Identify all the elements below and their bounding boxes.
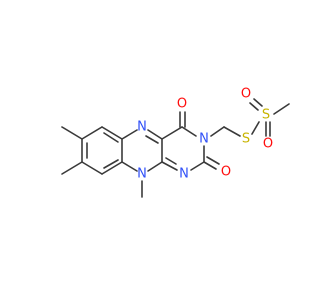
molecule-structure: N N N N O O S S O O bbox=[61, 87, 290, 198]
bond bbox=[101, 126, 123, 140]
nitrogen-atom-5: N bbox=[137, 120, 147, 135]
bond-double-inner bbox=[165, 157, 177, 165]
bond bbox=[147, 129, 163, 140]
bond bbox=[190, 161, 205, 171]
bond bbox=[121, 161, 138, 172]
oxygen-atom-2: O bbox=[221, 165, 231, 180]
methyl-bond bbox=[273, 103, 290, 115]
bond bbox=[81, 126, 103, 140]
sulfur-atom-sulfonyl: S bbox=[262, 108, 270, 123]
oxygen-atom-4: O bbox=[177, 97, 187, 112]
bond bbox=[223, 126, 241, 137]
bond bbox=[251, 121, 260, 135]
oxygen-atom-sulfonyl-bottom: O bbox=[263, 137, 273, 152]
nitrogen-atom-3: N bbox=[199, 132, 209, 147]
nitrogen-atom-1: N bbox=[179, 167, 189, 182]
sulfonyl-bond bbox=[253, 98, 263, 107]
molecule-canvas: N N N N O O S S O O bbox=[61, 87, 290, 198]
sulfur-atom-thio: S bbox=[242, 132, 250, 147]
oxygen-atom-sulfonyl-top: O bbox=[241, 87, 251, 102]
methyl-bond bbox=[61, 126, 83, 140]
bond bbox=[181, 126, 197, 137]
sulfonyl-bond bbox=[249, 102, 259, 111]
methyl-bond bbox=[61, 161, 83, 175]
bond-double-inner bbox=[145, 135, 159, 144]
carbonyl-bond bbox=[206, 156, 220, 165]
bond-double-inner bbox=[103, 159, 119, 169]
bond-double-inner bbox=[103, 132, 119, 143]
bond bbox=[101, 161, 123, 175]
bond-layer bbox=[61, 98, 290, 198]
carbonyl-bond bbox=[203, 161, 217, 170]
bond bbox=[161, 161, 178, 171]
nitrogen-atom-10: N bbox=[137, 167, 147, 182]
atom-label-layer: N N N N O O S S O O bbox=[137, 87, 273, 182]
bond bbox=[147, 161, 163, 172]
bond bbox=[81, 161, 103, 175]
bond bbox=[161, 126, 183, 140]
bond bbox=[121, 129, 138, 140]
bond bbox=[210, 126, 225, 137]
